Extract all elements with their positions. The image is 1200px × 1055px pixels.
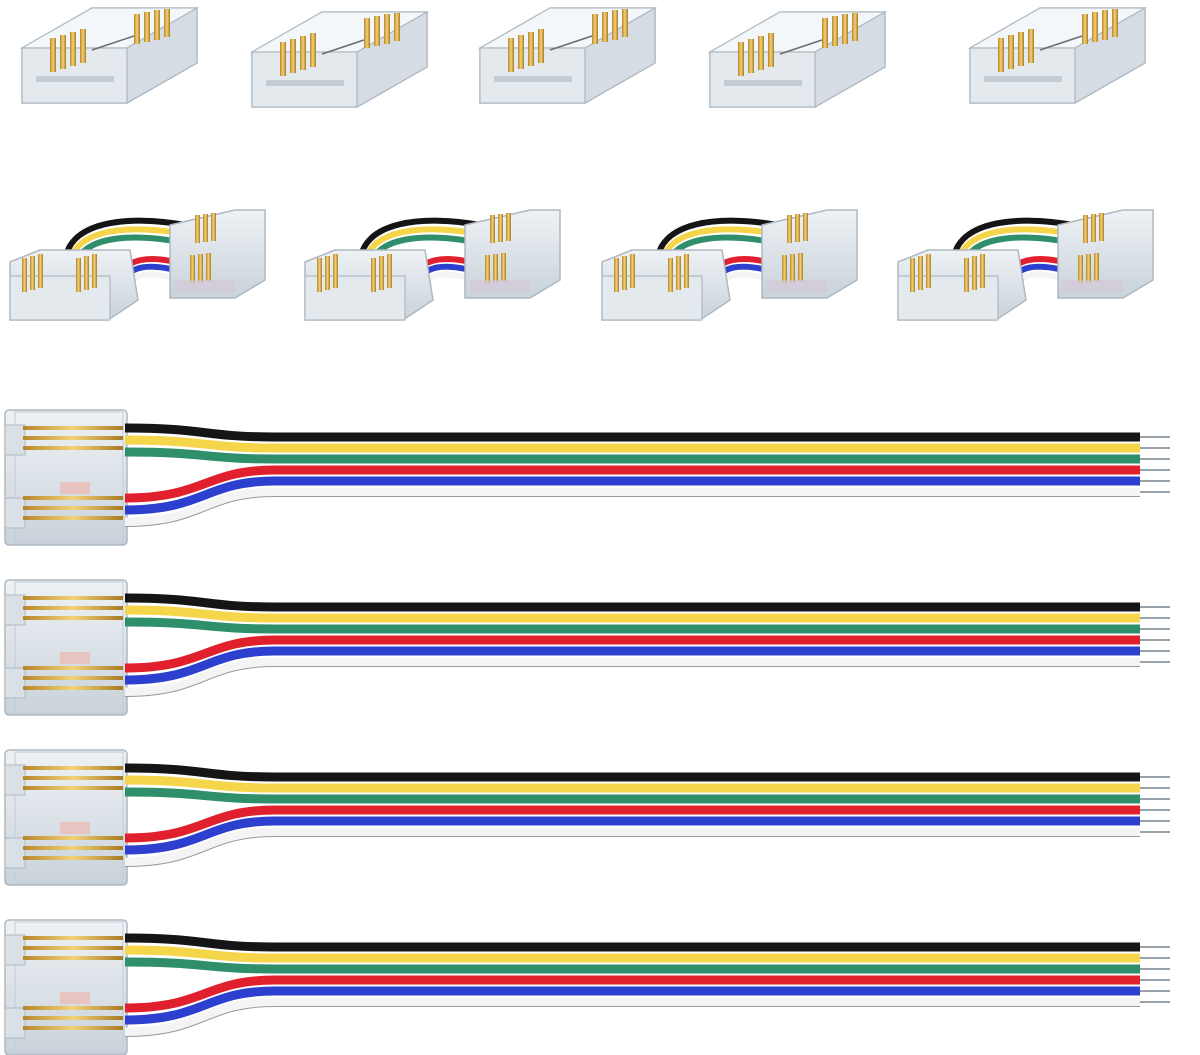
jumper-connectors-row — [10, 210, 1153, 320]
jumper-connector — [898, 210, 1153, 320]
pigtail-cables — [5, 410, 1170, 1055]
straight-connectors-row — [21, 7, 1146, 108]
straight-connector — [251, 11, 428, 108]
pigtail-cable — [5, 920, 1170, 1055]
jumper-connector — [10, 210, 265, 320]
pigtail-cable — [5, 580, 1170, 715]
straight-connector — [21, 7, 198, 104]
jumper-connector — [602, 210, 857, 320]
pigtail-cable — [5, 750, 1170, 885]
pigtail-cable — [5, 410, 1170, 545]
straight-connector — [479, 7, 656, 104]
straight-connector — [709, 11, 886, 108]
jumper-connector — [305, 210, 560, 320]
straight-connector — [969, 7, 1146, 104]
